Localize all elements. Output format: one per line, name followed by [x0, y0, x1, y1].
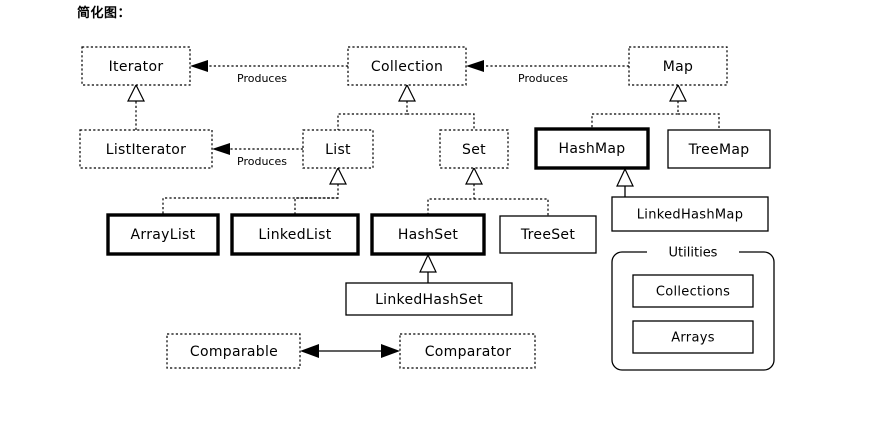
node-layer: Iterator Collection Map ListIterator Lis…	[79, 46, 771, 369]
edge-label-produces-map-collection: Produces	[518, 72, 568, 85]
node-linkedhashset-label: LinkedHashSet	[375, 292, 483, 308]
node-comparator-label: Comparator	[425, 344, 512, 360]
node-collection-label: Collection	[371, 59, 443, 75]
node-treemap-label: TreeMap	[688, 142, 750, 158]
edge-set-children	[427, 166, 549, 216]
node-linkedlist-label: LinkedList	[258, 227, 331, 243]
node-treemap[interactable]: TreeMap	[667, 129, 771, 169]
edge-label-layer: Produces Produces Produces	[237, 72, 568, 168]
edge-label-produces-list-listiterator: Produces	[237, 155, 287, 168]
edge-collection-children	[337, 83, 475, 130]
edge-listiterator-extends-iterator	[127, 83, 145, 130]
node-hashset[interactable]: HashSet	[370, 213, 486, 256]
utilities-group-label: Utilities	[669, 246, 718, 261]
page-title: 简化图：	[77, 6, 132, 21]
node-list[interactable]: List	[302, 129, 374, 169]
node-arrays[interactable]: Arrays	[632, 320, 754, 354]
node-set-label: Set	[462, 142, 486, 158]
node-hashmap-label: HashMap	[559, 141, 626, 157]
node-linkedhashmap-label: LinkedHashMap	[637, 208, 744, 223]
edge-map-children	[591, 83, 720, 130]
node-listiterator[interactable]: ListIterator	[79, 129, 213, 169]
edge-list-children	[162, 166, 347, 215]
node-collections[interactable]: Collections	[632, 274, 754, 308]
node-collection[interactable]: Collection	[347, 46, 467, 86]
node-arraylist-label: ArrayList	[131, 227, 196, 243]
node-map[interactable]: Map	[628, 46, 728, 86]
node-comparable-label: Comparable	[190, 344, 278, 360]
node-collections-label: Collections	[656, 285, 730, 300]
node-comparator[interactable]: Comparator	[399, 333, 536, 369]
edge-layer: Iterator (dotted line, solid arrowhead a…	[127, 60, 720, 358]
node-linkedhashmap[interactable]: LinkedHashMap	[611, 196, 769, 232]
edge-collection-produces-iterator	[190, 60, 348, 72]
node-arrays-label: Arrays	[671, 331, 715, 346]
node-hashmap[interactable]: HashMap	[534, 127, 650, 170]
utilities-group-frame	[611, 251, 775, 371]
node-set[interactable]: Set	[439, 129, 509, 169]
node-treeset-label: TreeSet	[520, 227, 575, 243]
node-arraylist[interactable]: ArrayList	[106, 213, 220, 256]
edge-comparable-comparator	[300, 344, 400, 358]
node-iterator-label: Iterator	[109, 59, 164, 75]
node-hashset-label: HashSet	[398, 227, 459, 243]
node-iterator[interactable]: Iterator	[81, 46, 191, 86]
utilities-group: Utilities	[611, 246, 775, 371]
node-linkedlist[interactable]: LinkedList	[230, 213, 360, 256]
node-list-label: List	[325, 142, 351, 158]
node-map-label: Map	[663, 59, 693, 75]
edge-label-produces-collection-iterator: Produces	[237, 72, 287, 85]
node-linkedhashset[interactable]: LinkedHashSet	[345, 282, 513, 316]
edge-linkedhashmap-extends-hashmap	[616, 167, 634, 197]
edge-list-produces-listiterator	[212, 143, 303, 155]
edge-map-produces-collection	[466, 60, 629, 72]
node-listiterator-label: ListIterator	[106, 142, 186, 158]
node-treeset[interactable]: TreeSet	[499, 215, 597, 254]
edge-linkedhashset-extends-hashset	[419, 253, 437, 283]
node-comparable[interactable]: Comparable	[166, 333, 301, 369]
